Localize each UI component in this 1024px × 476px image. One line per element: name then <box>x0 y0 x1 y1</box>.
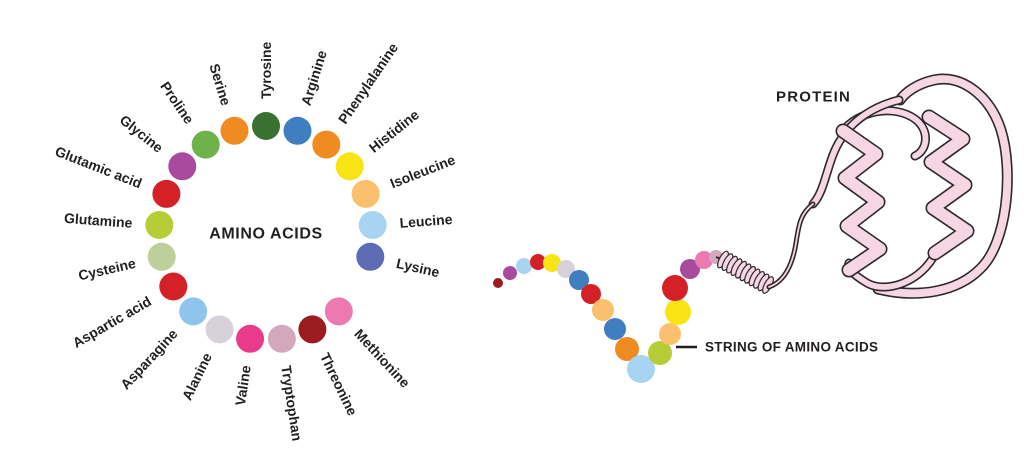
chain-bead-17 <box>695 251 713 269</box>
amino-label-valine: Valine <box>232 364 254 407</box>
ribbon-fill-helix-right <box>923 111 973 259</box>
amino-dot-arginine <box>283 116 312 145</box>
amino-label-glycine: Glycine <box>117 112 167 156</box>
chain-bead-0 <box>493 278 503 288</box>
amino-dot-alanine <box>205 315 234 344</box>
amino-dot-methionine <box>324 297 353 326</box>
protein-label: PROTEIN <box>776 88 851 105</box>
chain-bead-4 <box>543 254 561 272</box>
amino-dot-asparagine <box>179 297 208 326</box>
chain-bead-1 <box>503 266 517 280</box>
amino-dot-threonine <box>298 315 327 344</box>
amino-dot-cysteine <box>147 242 176 271</box>
amino-label-tryptophan: Tryptophan <box>278 364 305 442</box>
chain-bead-12 <box>648 341 672 365</box>
amino-acids-title: AMINO ACIDS <box>209 226 323 243</box>
chain-bead-6 <box>569 270 589 290</box>
amino-label-aspartic-acid: Aspartic acid <box>70 293 154 351</box>
amino-label-alanine: Alanine <box>179 350 215 403</box>
amino-dot-histidine <box>335 152 364 181</box>
amino-dot-leucine <box>358 211 387 239</box>
chain-bead-15 <box>662 275 688 301</box>
chain-bead-14 <box>665 299 691 325</box>
amino-dot-tryptophan <box>267 324 296 353</box>
chain-bead-5 <box>557 260 575 278</box>
amino-label-serine: Serine <box>206 62 234 108</box>
amino-dot-valine <box>236 324 265 353</box>
amino-label-glutamic-acid: Glutamic acid <box>53 143 144 191</box>
amino-dot-lysine <box>356 242 385 271</box>
protein-ribbon <box>766 73 1013 299</box>
amino-label-asparagine: Asparagine <box>117 326 181 393</box>
chain-bead-10 <box>615 337 639 361</box>
amino-label-histidine: Histidine <box>366 106 422 156</box>
amino-dot-phenylalanine <box>312 130 341 159</box>
amino-label-proline: Proline <box>157 79 197 127</box>
amino-label-methionine: Methionine <box>351 326 413 391</box>
amino-dot-serine <box>220 116 249 145</box>
chain-bead-13 <box>659 323 681 345</box>
amino-dot-glutamine <box>145 211 174 239</box>
amino-ring-dots <box>145 112 387 353</box>
chain-label: STRING OF AMINO ACIDS <box>705 340 878 355</box>
ribbon-fill-strand-entry <box>768 203 814 288</box>
amino-dot-aspartic-acid <box>159 272 188 301</box>
amino-chain-beads <box>493 250 723 383</box>
chain-coil <box>717 250 774 294</box>
amino-label-glutamine: Glutamine <box>64 210 134 231</box>
amino-label-arginine: Arginine <box>298 48 330 107</box>
amino-label-phenylalanine: Phenylalanine <box>335 40 401 127</box>
ribbon-fill-strand-left <box>810 97 902 207</box>
amino-label-leucine: Leucine <box>399 211 453 231</box>
amino-dot-isoleucine <box>351 179 380 208</box>
amino-dot-tyrosine <box>252 112 280 140</box>
chain-bead-16 <box>680 259 700 279</box>
chain-bead-11 <box>627 355 655 383</box>
chain-bead-9 <box>604 318 626 340</box>
amino-label-tyrosine: Tyrosine <box>258 41 274 99</box>
ribbon-outline-strand-entry <box>766 201 816 290</box>
amino-dot-glutamic-acid <box>152 179 181 208</box>
amino-label-isoleucine: Isoleucine <box>388 151 458 191</box>
amino-label-lysine: Lysine <box>395 255 442 280</box>
chain-bead-7 <box>581 284 601 304</box>
amino-dot-glycine <box>168 152 197 181</box>
amino-dot-proline <box>191 130 220 159</box>
amino-label-cysteine: Cysteine <box>77 255 138 284</box>
amino-label-threonine: Threonine <box>317 350 361 418</box>
chain-bead-2 <box>516 258 532 274</box>
ribbon-fill-helix-left <box>837 125 886 276</box>
ribbon-fill-loop-right <box>874 75 1012 298</box>
chain-bead-3 <box>530 254 546 270</box>
amino-chain: STRING OF AMINO ACIDS <box>493 250 878 383</box>
chain-bead-8 <box>592 299 614 321</box>
